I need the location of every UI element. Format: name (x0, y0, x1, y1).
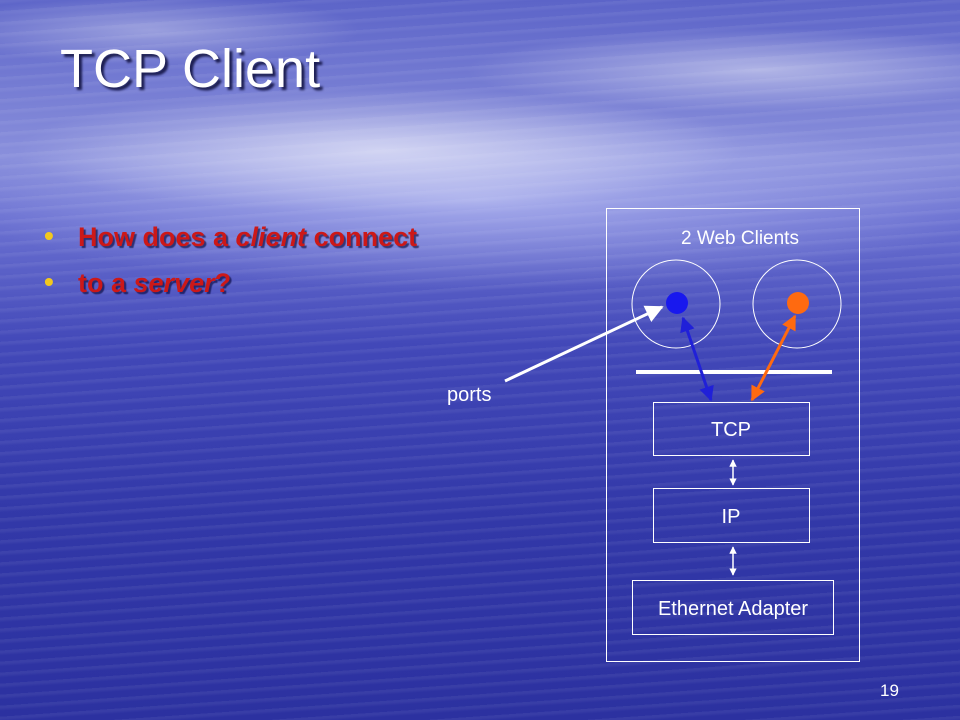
tcp-layer-box (653, 402, 810, 456)
ethernet-layer-box (632, 580, 834, 635)
slide-number: 19 (880, 681, 899, 700)
ports-pointer-arrow (504, 305, 664, 383)
bullet-item: • How does a client connect (44, 220, 418, 268)
bullet-item: • to a server? (44, 266, 417, 314)
ip-layer-label: IP (722, 506, 741, 528)
slide-title: TCP Client (60, 39, 321, 99)
client-circle-right (752, 259, 842, 349)
ethernet-layer-label: Ethernet Adapter (658, 598, 808, 620)
bullet-dot-icon: • (44, 220, 54, 251)
host-frame (606, 208, 860, 662)
port-dot-left (666, 292, 688, 314)
bullet-emphasis: client (235, 222, 307, 252)
bullet-emphasis: server (133, 268, 215, 298)
client-circle-left (631, 259, 721, 349)
bullet-dot-icon: • (44, 266, 54, 297)
tcp-layer-label: TCP (711, 419, 751, 441)
bullet-text: to a (78, 268, 134, 298)
bullet-text: How does a (78, 222, 236, 252)
diagram-heading: 2 Web Clients (681, 228, 799, 249)
bullet-list: • How does a client connect • to a server? (44, 220, 418, 314)
port-dot-right (787, 292, 809, 314)
ip-layer-box (653, 488, 810, 543)
ports-label: ports (447, 384, 491, 406)
bullet-text: connect (306, 222, 418, 252)
port-right-tcp-arrow (750, 314, 797, 402)
bullet-text: ? (214, 268, 232, 298)
port-left-tcp-arrow (680, 316, 714, 402)
